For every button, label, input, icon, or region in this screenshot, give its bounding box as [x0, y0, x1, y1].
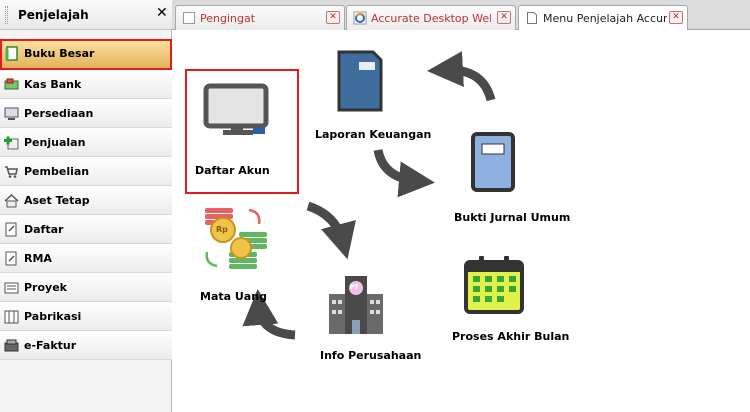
page-tab-icon — [525, 11, 539, 25]
sidebar-item-daftar[interactable]: Daftar — [0, 215, 172, 244]
factory-icon — [4, 309, 19, 324]
sidebar-item-pabrikasi[interactable]: Pabrikasi — [0, 302, 172, 331]
rma-icon — [4, 251, 19, 266]
house-icon — [4, 193, 19, 208]
arrow-to-info-perusahaan — [306, 201, 356, 260]
close-icon[interactable]: ✕ — [669, 11, 683, 24]
list-doc-icon — [4, 222, 19, 237]
explorer-main-panel: Daftar Akun Laporan Keuangan Bukti Jurna… — [173, 30, 750, 412]
building-badge-text: PT — [350, 284, 359, 291]
tab-label: Menu Penjelajah Accur... — [543, 12, 667, 25]
sidebar-header: Penjelajah ✕ — [0, 0, 172, 30]
sidebar-item-buku-besar[interactable]: Buku Besar — [0, 39, 172, 70]
arrow-to-laporan — [427, 51, 496, 102]
info-perusahaan-node[interactable]: PT — [325, 272, 387, 336]
mata-uang-node[interactable]: Rp — [199, 204, 271, 274]
sidebar-item-aset-tetap[interactable]: Aset Tetap — [0, 186, 172, 215]
sidebar-item-e-faktur[interactable]: e-Faktur — [0, 331, 172, 360]
sidebar-item-label: Daftar — [24, 223, 64, 236]
journal-icon — [471, 132, 515, 192]
close-icon[interactable]: ✕ — [156, 5, 168, 21]
sidebar-item-label: Buku Besar — [24, 47, 95, 60]
arrow-to-mata-uang — [242, 289, 296, 340]
ledger-icon — [4, 46, 19, 61]
inventory-icon — [4, 106, 19, 121]
sidebar-item-kas-bank[interactable]: Kas Bank — [0, 70, 172, 99]
tab-menu-penjelajah[interactable]: Menu Penjelajah Accur... ✕ — [518, 5, 688, 31]
sidebar-title: Penjelajah — [18, 8, 89, 22]
sidebar-item-label: Proyek — [24, 281, 67, 294]
mata-uang-label[interactable]: Mata Uang — [200, 290, 267, 303]
building-icon — [329, 276, 383, 334]
sidebar-item-penjualan[interactable]: Penjualan — [0, 128, 172, 157]
sidebar-item-label: Penjualan — [24, 136, 86, 149]
proses-akhir-bulan-label[interactable]: Proses Akhir Bulan — [452, 330, 570, 343]
sidebar-item-rma[interactable]: RMA — [0, 244, 172, 273]
sidebar-item-proyek[interactable]: Proyek — [0, 273, 172, 302]
report-icon — [337, 50, 383, 112]
coin-text: Rp — [216, 225, 228, 234]
calendar-icon — [464, 256, 524, 314]
sidebar-item-label: RMA — [24, 252, 52, 265]
monitor-icon — [203, 83, 269, 135]
tab-strip: Pengingat ✕ Accurate Desktop Welcome... … — [172, 0, 750, 31]
sidebar-item-persediaan[interactable]: Persediaan — [0, 99, 172, 128]
bukti-jurnal-umum-node[interactable] — [469, 130, 517, 194]
bukti-jurnal-umum-label[interactable]: Bukti Jurnal Umum — [454, 211, 571, 224]
explorer-sidebar: Penjelajah ✕ Buku Besar Kas Bank Persedi… — [0, 0, 172, 412]
project-icon — [4, 280, 19, 295]
tab-label: Accurate Desktop Welcome... — [371, 12, 491, 25]
flow-arrows — [242, 51, 496, 340]
sidebar-item-label: Aset Tetap — [24, 194, 90, 207]
laporan-keuangan-label[interactable]: Laporan Keuangan — [315, 128, 432, 141]
daftar-akun-node[interactable] — [201, 80, 281, 140]
laporan-keuangan-node[interactable] — [335, 48, 385, 114]
tab-pengingat[interactable]: Pengingat ✕ — [175, 5, 345, 30]
daftar-akun-label[interactable]: Daftar Akun — [195, 164, 270, 177]
daftar-akun-highlight — [185, 69, 299, 194]
sidebar-item-label: e-Faktur — [24, 339, 77, 352]
grip-handle[interactable] — [5, 6, 8, 24]
sidebar-item-label: Pembelian — [24, 165, 90, 178]
tab-label: Pengingat — [200, 12, 256, 25]
close-icon[interactable]: ✕ — [497, 11, 511, 24]
close-icon[interactable]: ✕ — [326, 11, 340, 24]
info-perusahaan-label[interactable]: Info Perusahaan — [320, 349, 422, 362]
efaktur-icon — [4, 338, 19, 353]
arrow-to-bukti-jurnal — [373, 148, 435, 198]
sidebar-item-pembelian[interactable]: Pembelian — [0, 157, 172, 186]
cash-bank-icon — [4, 77, 19, 92]
sidebar-item-label: Persediaan — [24, 107, 94, 120]
sidebar-item-label: Kas Bank — [24, 78, 82, 91]
cart-icon — [4, 164, 19, 179]
sales-icon — [4, 135, 19, 150]
tab-welcome[interactable]: Accurate Desktop Welcome... ✕ — [346, 5, 516, 30]
reminder-tab-icon — [182, 11, 196, 25]
currency-icon — [205, 208, 267, 269]
sidebar-item-label: Pabrikasi — [24, 310, 82, 323]
proses-akhir-bulan-node[interactable] — [463, 254, 527, 316]
sidebar-list: Buku Besar Kas Bank Persediaan Penjualan… — [0, 39, 172, 360]
browser-icon — [353, 11, 367, 25]
